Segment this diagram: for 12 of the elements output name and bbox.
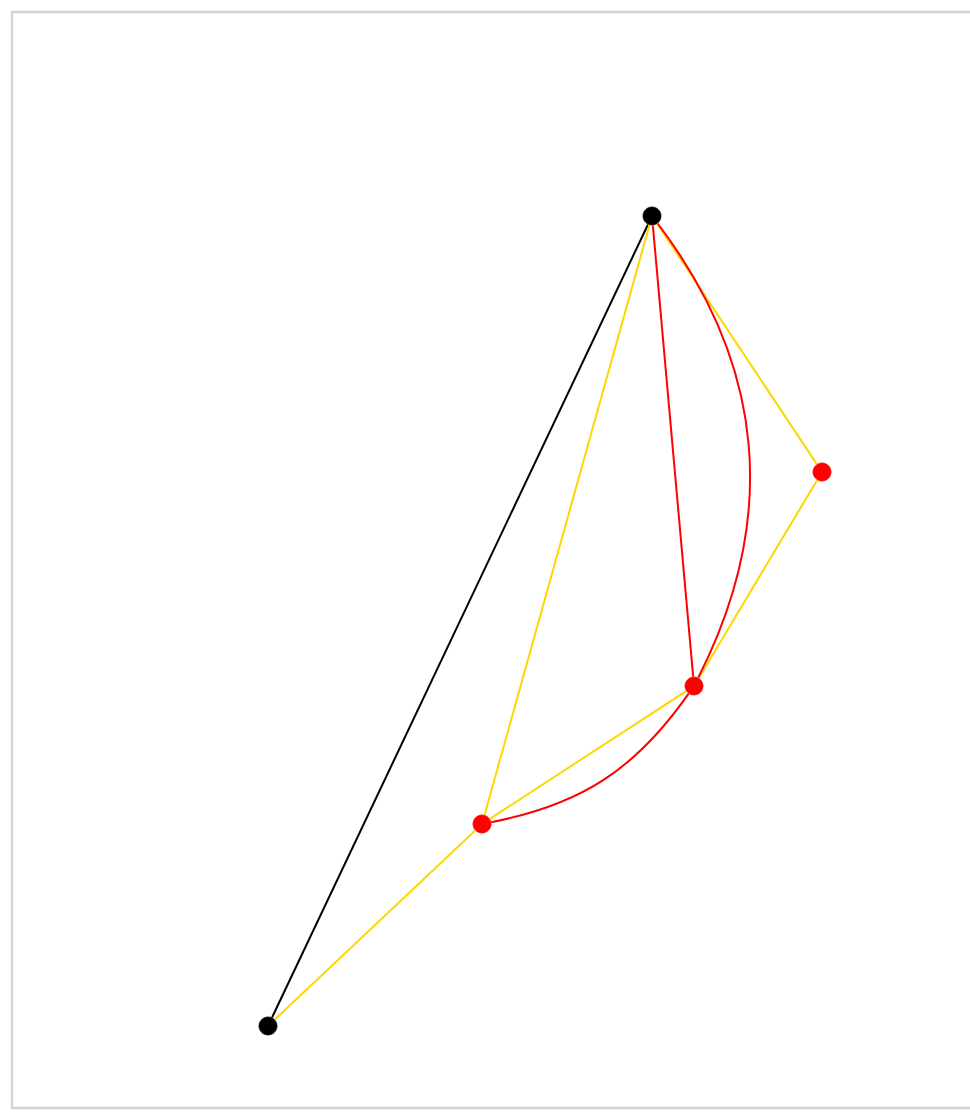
line-segment (651, 224, 695, 678)
line-segment (273, 829, 477, 1021)
line-segment (483, 224, 651, 816)
line-segment (656, 222, 818, 466)
point-dot (642, 206, 662, 226)
line-segment (656, 222, 752, 679)
point-dot (812, 462, 832, 482)
point-dot (258, 1016, 278, 1036)
line-segment (697, 479, 819, 679)
line-segment (271, 223, 649, 1019)
point-dot (472, 814, 492, 834)
point-dot (684, 676, 704, 696)
